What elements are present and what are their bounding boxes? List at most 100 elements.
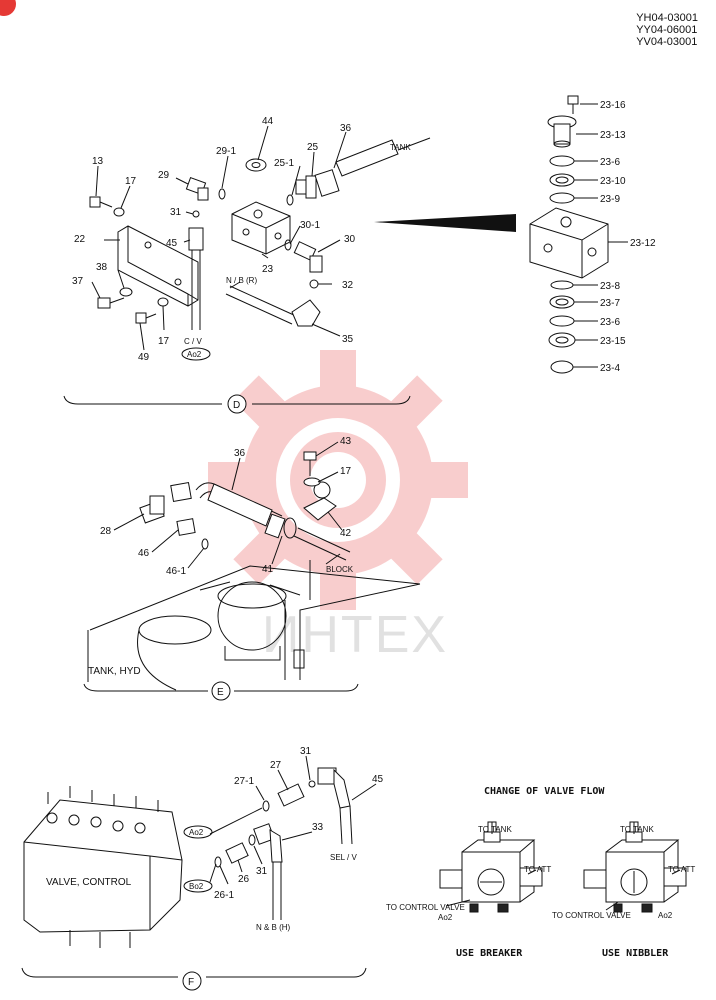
washer-17-e: [303, 477, 321, 487]
label-bo2: Bo2: [189, 882, 204, 891]
label-30: 30: [344, 234, 356, 245]
label-sel-v: SEL / V: [330, 853, 357, 862]
breaker-leaders: [445, 822, 537, 907]
label-17: 17: [125, 176, 137, 187]
document-code: YV04-03001: [636, 36, 698, 48]
document-code: YH04-03001: [636, 12, 698, 24]
washer-17b: [157, 297, 169, 307]
document-codes: YH04-03001 YY04-06001 YV04-03001: [636, 12, 698, 48]
breaker-port: Ao2: [438, 913, 453, 922]
bolt-13: [89, 196, 113, 208]
label-23-6: 23-6: [600, 157, 620, 168]
fitting-46: [176, 518, 196, 536]
oring-26-1: [214, 856, 222, 868]
breaker-to-att: TO ATT: [524, 865, 551, 874]
breaker-to-tank: TO TANK: [478, 825, 512, 834]
section-e-marker: [211, 681, 231, 701]
label-29-1: 29-1: [216, 146, 236, 157]
section-e-letter: E: [217, 687, 224, 698]
tank-hyd-outline: [87, 560, 421, 691]
label-27: 27: [270, 760, 282, 771]
elbow-fitting-29: [185, 176, 209, 201]
nibbler-caption: USE NIBBLER: [602, 948, 669, 959]
hose-36-e: [195, 482, 351, 561]
washer-38: [119, 287, 133, 297]
label-nb-h: N & B (H): [256, 923, 291, 932]
label-31-f: 31: [300, 746, 312, 757]
label-32: 32: [342, 280, 354, 291]
section-f: 31 27 27-1 45 33 Ao2 VALVE, CONTROL 26 3…: [21, 746, 384, 991]
section-f-bracket: [21, 967, 367, 978]
watermark-gear-icon: [208, 350, 468, 610]
oring-46-1: [201, 538, 209, 550]
label-33: 33: [312, 822, 324, 833]
section-f-letter: F: [188, 977, 194, 988]
port-bo2-oval: [183, 879, 213, 893]
label-valve-control: VALVE, CONTROL: [46, 877, 132, 888]
label-25: 25: [307, 142, 319, 153]
label-35: 35: [342, 334, 354, 345]
label-17b: 17: [158, 336, 170, 347]
oring-27-1: [262, 800, 270, 812]
elbow-fitting-33: [253, 823, 283, 920]
nibbler-port: Ao2: [658, 911, 673, 920]
label-23-10: 23-10: [600, 176, 626, 187]
label-31: 31: [170, 207, 182, 218]
label-block: BLOCK: [326, 565, 354, 574]
watermark: ИНТЕХ: [208, 350, 468, 664]
label-29: 29: [158, 170, 170, 181]
label-23: 23: [262, 264, 274, 275]
breaker-valve: [439, 821, 543, 913]
label-49: 49: [138, 352, 150, 363]
label-23-9: 23-9: [600, 194, 620, 205]
label-28: 28: [100, 526, 112, 537]
elbow-fitting-30: [293, 241, 323, 273]
valve-control-body: [23, 786, 183, 948]
label-22: 22: [74, 234, 86, 245]
label-23-6b: 23-6: [600, 317, 620, 328]
elbow-fitting-28: [139, 495, 165, 524]
section-d-marker: [227, 394, 247, 414]
valve-flow-title: CHANGE OF VALVE FLOW: [484, 786, 605, 797]
nibbler-to-tank: TO TANK: [620, 825, 654, 834]
label-23-7: 23-7: [600, 298, 620, 309]
label-46: 46: [138, 548, 150, 559]
label-43: 43: [340, 436, 352, 447]
label-23-8: 23-8: [600, 281, 620, 292]
label-27-1: 27-1: [234, 776, 254, 787]
label-30-1: 30-1: [300, 220, 320, 231]
nibbler-to-control-valve: TO CONTROL VALVE: [552, 911, 631, 920]
section-d-bracket: [63, 395, 411, 405]
label-36-e: 36: [234, 448, 246, 459]
oring-31-f: [308, 780, 316, 788]
fitting-26: [225, 842, 249, 864]
document-code: YY04-06001: [636, 24, 698, 36]
leader-lines-f: [209, 755, 377, 885]
adapter: [170, 481, 192, 503]
valve-flow-panel: CHANGE OF VALVE FLOW TO TANK TO ATT TO C…: [386, 786, 695, 959]
label-tank: TANK: [390, 143, 411, 152]
leader-lines-exploded: [573, 103, 628, 368]
oring-25-1: [286, 194, 294, 206]
oring-31: [192, 210, 200, 218]
label-nb-r: N / B (R): [226, 276, 257, 285]
hose-35: [225, 285, 321, 327]
oring-29-1: [218, 188, 226, 200]
breaker-to-control-valve: TO CONTROL VALVE: [386, 903, 465, 912]
elbow-fitting-45: [317, 767, 353, 845]
breaker-caption: USE BREAKER: [456, 948, 523, 959]
section-d: 13 17 29 29-1 44 25-1 25 36 TANK 31 22 4…: [63, 95, 656, 414]
section-f-marker: [182, 971, 202, 991]
label-45-f: 45: [372, 774, 384, 785]
label-13: 13: [92, 156, 104, 167]
hose-36: [314, 137, 431, 197]
section-e-bracket: [83, 683, 359, 692]
port-ao2-oval: [181, 347, 211, 361]
label-ao2-f: Ao2: [189, 828, 204, 837]
label-37: 37: [72, 276, 84, 287]
oring-32: [309, 279, 319, 289]
label-42: 42: [340, 528, 352, 539]
label-31-f2: 31: [256, 866, 268, 877]
fitting-27: [277, 783, 305, 807]
